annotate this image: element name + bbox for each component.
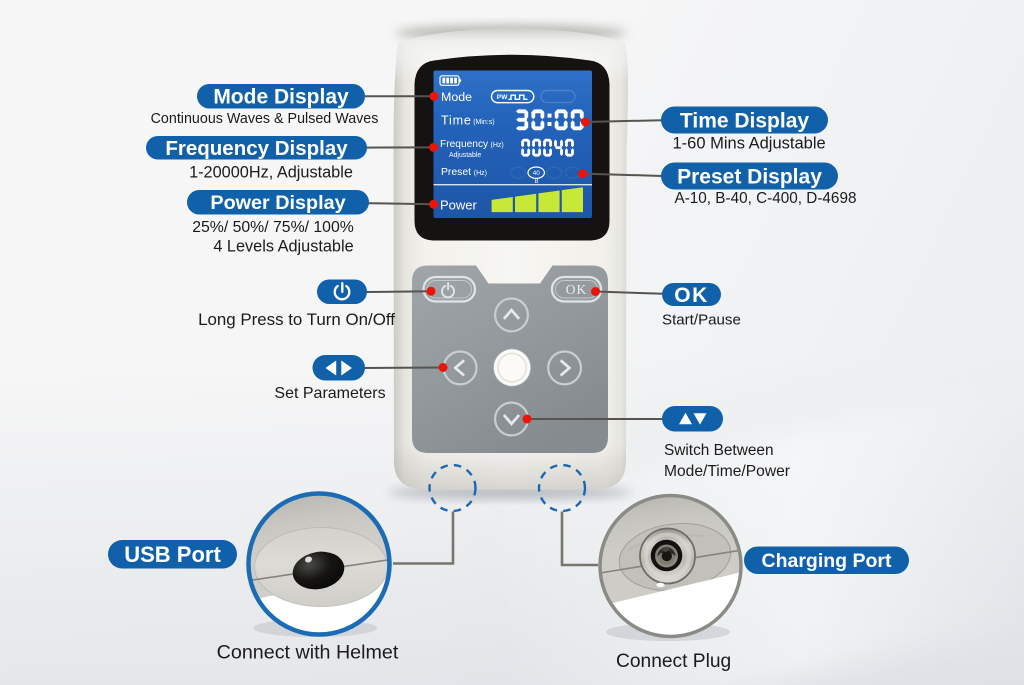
- svg-text:40: 40: [533, 170, 541, 177]
- svg-text:Time: Time: [441, 113, 472, 127]
- svg-text:(Hz): (Hz): [491, 142, 504, 149]
- svg-text:B: B: [534, 179, 538, 185]
- svg-text:Frequency: Frequency: [440, 139, 489, 150]
- svg-text:Preset: Preset: [441, 167, 471, 178]
- svg-text:PW: PW: [497, 94, 508, 101]
- svg-text:Power Display: Power Display: [210, 192, 345, 214]
- svg-text:Mode Display: Mode Display: [213, 86, 349, 109]
- svg-text:OK: OK: [674, 284, 709, 307]
- svg-text:OK: OK: [566, 282, 588, 297]
- svg-text:(Hz): (Hz): [474, 170, 487, 177]
- svg-text:(Min:s): (Min:s): [473, 119, 494, 126]
- svg-text:Time Display: Time Display: [680, 109, 809, 132]
- svg-text:Frequency Display: Frequency Display: [165, 137, 348, 160]
- svg-text:USB Port: USB Port: [124, 542, 221, 567]
- svg-text:Mode: Mode: [441, 90, 472, 104]
- svg-text:Adjustable: Adjustable: [449, 152, 481, 159]
- svg-text:Preset Display: Preset Display: [677, 165, 822, 188]
- svg-text:Charging Port: Charging Port: [762, 550, 893, 572]
- svg-text:Power: Power: [440, 198, 478, 213]
